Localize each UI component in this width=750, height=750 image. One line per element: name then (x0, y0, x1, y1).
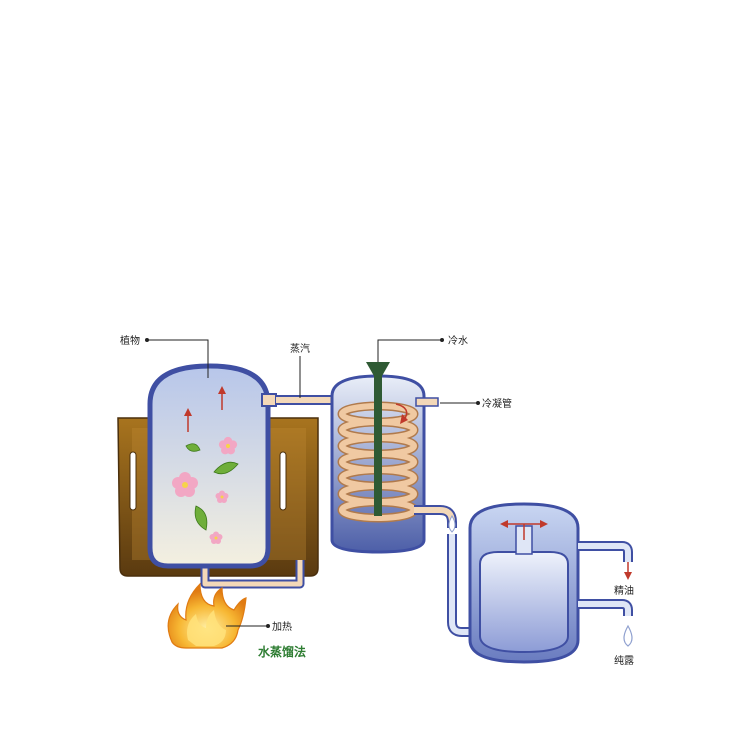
circulation-arrow-icon (395, 403, 408, 424)
label-cold-water: 冷水 (448, 334, 468, 347)
hydrosol-outlet-pipe (578, 599, 633, 647)
label-steam: 蒸汽 (290, 342, 310, 355)
flame-icon (167, 582, 247, 649)
boiler-drain-pipe (200, 560, 305, 589)
label-cold-water-group: 冷水 (377, 334, 468, 362)
label-condenser: 冷凝管 (482, 397, 512, 410)
cold-water-inlet (366, 362, 390, 516)
label-hydrosol: 纯露 (614, 654, 634, 667)
leaf-icon (213, 461, 239, 475)
flower-icon (215, 490, 229, 503)
condenser (330, 362, 439, 554)
up-arrow-icon (184, 408, 192, 432)
droplet-icon (623, 624, 633, 647)
plant-material (172, 436, 239, 544)
label-steam-group: 蒸汽 (290, 342, 310, 398)
label-condenser-group: 冷凝管 (440, 397, 512, 410)
diagram-title: 水蒸馏法 (258, 644, 306, 659)
flower-icon (218, 436, 238, 455)
leaf-icon (185, 443, 201, 452)
label-plant-group: 植物 (120, 334, 209, 378)
leaf-icon (194, 505, 208, 531)
oil-outlet-pipe (578, 541, 633, 580)
label-plant: 植物 (120, 334, 140, 347)
down-arrow-icon (624, 562, 632, 580)
droplet-icon (448, 515, 456, 533)
flower-icon (209, 531, 223, 544)
label-essential-oil: 精油 (614, 584, 634, 597)
separator-inlet-pipe (447, 534, 476, 637)
separator-vessel (468, 502, 580, 664)
t-split-arrow-icon (500, 520, 548, 540)
label-heating: 加热 (272, 620, 292, 633)
flower-icon (172, 472, 198, 497)
steam-up-arrows (184, 386, 226, 432)
label-heating-group: 加热 (226, 620, 292, 633)
up-arrow-icon (218, 386, 226, 410)
boiler-vessel (147, 363, 277, 569)
